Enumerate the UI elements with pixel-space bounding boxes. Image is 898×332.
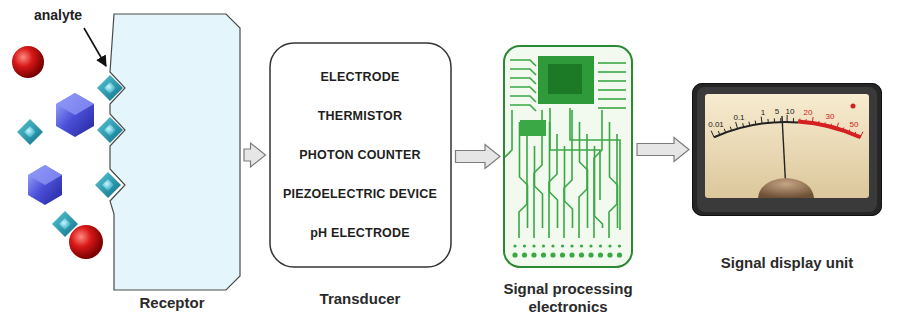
board-outline [504, 46, 632, 267]
node-body: ELECTRODE THERMISTOR PHOTON COUNTER PIEZOEL… [269, 42, 452, 268]
scale-number: 10 [786, 107, 795, 116]
scale-number: 5 [775, 107, 779, 116]
scale-number: 1 [761, 108, 765, 117]
scale-number: 50 [850, 119, 859, 128]
transducer-type: pH ELECTRODE [310, 226, 410, 240]
circuit-board [503, 45, 633, 268]
block-arrow [456, 145, 501, 169]
transducer-type: PHOTON COUNTER [299, 148, 420, 162]
scale-number: 0.01 [708, 120, 724, 129]
analytes [12, 46, 123, 259]
stage-caption: Receptor [139, 294, 204, 312]
node-body [104, 14, 240, 290]
stage-caption: Signal display unit [721, 254, 854, 272]
transducer-type: PIEZOELECTRIC DEVICE [283, 187, 437, 201]
node-body [503, 45, 633, 268]
node-outline [503, 45, 633, 268]
box-outline [270, 43, 451, 267]
node-outline [692, 83, 882, 216]
transducer-type: ELECTRODE [321, 70, 400, 84]
node-outline [104, 14, 240, 290]
leader-line [84, 28, 106, 66]
scale-number: 30 [826, 112, 835, 121]
transducer-type: THERMISTOR [318, 109, 402, 123]
analyte-label: analyte [34, 7, 82, 23]
meter-outline [693, 84, 882, 216]
display-meter: Signal display unit [692, 83, 882, 216]
block-arrow [637, 138, 689, 162]
scale-number: 0.1 [733, 112, 744, 121]
block-arrow [244, 143, 266, 167]
transducer-box: ELECTRODE THERMISTOR PHOTON COUNTER PIEZOEL… [269, 42, 452, 268]
circuit-board-box: Signal processing electronics [503, 45, 633, 268]
scale-number: 20 [804, 108, 813, 117]
stage-caption: Transducer [320, 290, 401, 308]
meter [692, 83, 882, 216]
receptor-outline [110, 14, 240, 290]
receptor-shape: Receptor [104, 14, 240, 290]
stage-caption: Signal processing electronics [493, 280, 643, 316]
node-body [692, 83, 882, 216]
